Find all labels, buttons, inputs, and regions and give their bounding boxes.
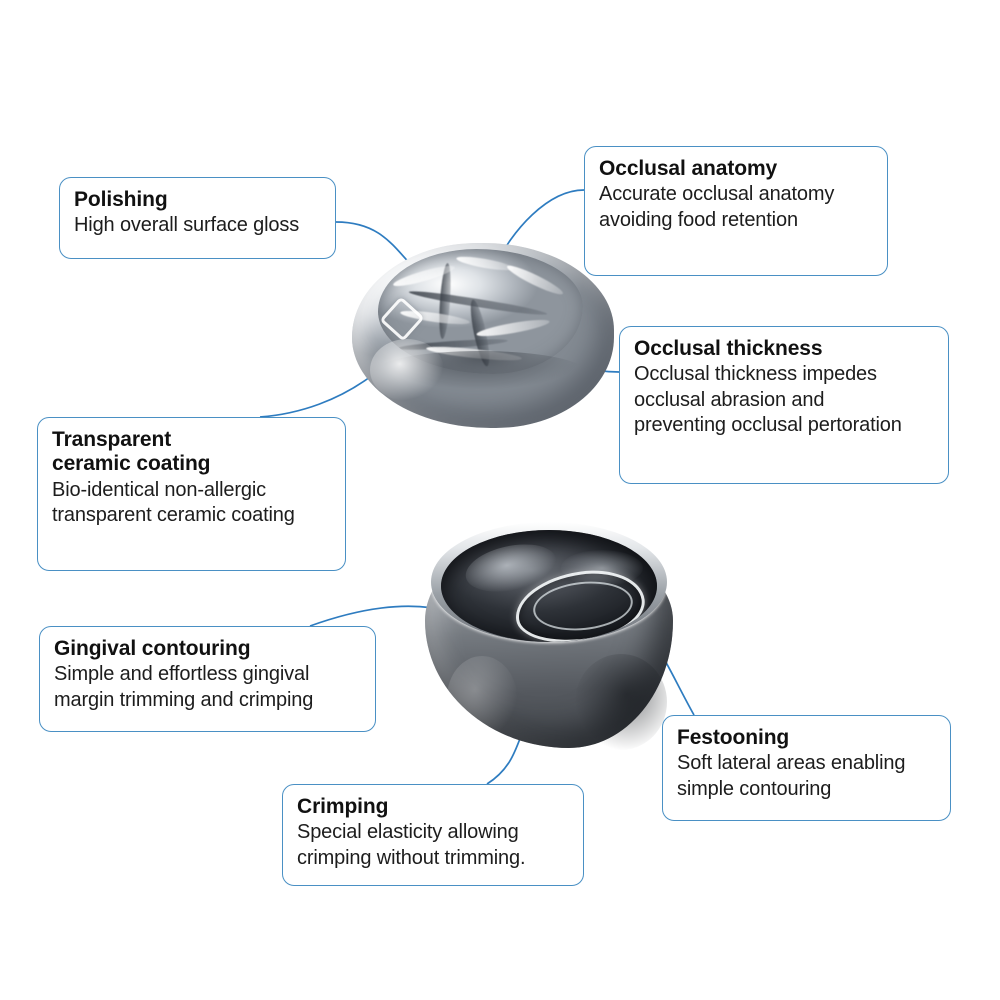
callout-gingival-contouring[interactable]: Gingival contouring Simple and effortles… — [39, 626, 376, 732]
stainless-steel-crown-inverted-view — [425, 522, 673, 750]
callout-title-polishing: Polishing — [74, 188, 168, 211]
callout-polishing[interactable]: Polishing High overall surface gloss — [59, 177, 336, 259]
callout-body-occlusal-anatomy: Accurate occlusal anatomy avoiding food … — [599, 183, 835, 231]
callout-title-festooning: Festooning — [677, 726, 790, 749]
cusp-ridge — [475, 316, 551, 340]
callout-title-gingival-contouring: Gingival contouring — [54, 637, 251, 660]
cusp-ridge — [504, 261, 566, 299]
crown-inner-cavity — [441, 530, 657, 642]
callout-body-crimping: Special elasticity allowing crimping wit… — [297, 821, 526, 869]
crown-specular-highlight — [370, 339, 444, 401]
callout-body-festooning: Soft lateral areas enabling simple conto… — [677, 752, 906, 800]
callout-body-transparent-ceramic-coating: Bio-identical non-allergic transparent c… — [52, 478, 295, 526]
callout-occlusal-thickness[interactable]: Occlusal thickness Occlusal thickness im… — [619, 326, 949, 484]
callout-crimping[interactable]: Crimping Special elasticity allowing cri… — [282, 784, 584, 886]
callout-title-transparent-ceramic-coating: Transparent ceramic coating — [52, 428, 211, 476]
callout-body-occlusal-thickness: Occlusal thickness impedes occlusal abra… — [634, 363, 902, 436]
cavity-highlight — [561, 550, 643, 586]
callout-title-crimping: Crimping — [297, 795, 389, 818]
crown-wall-highlight — [447, 656, 517, 740]
crown-wall-shadow — [575, 654, 667, 750]
callout-title-occlusal-anatomy: Occlusal anatomy — [599, 157, 778, 180]
callout-festooning[interactable]: Festooning Soft lateral areas enabling s… — [662, 715, 951, 821]
cusp-detail — [379, 296, 425, 342]
callout-body-polishing: High overall surface gloss — [74, 214, 300, 237]
callout-body-gingival-contouring: Simple and effortless gingival margin tr… — [54, 663, 314, 711]
callout-occlusal-anatomy[interactable]: Occlusal anatomy Accurate occlusal anato… — [584, 146, 888, 276]
stainless-steel-crown-occlusal-view — [352, 243, 614, 428]
cusp-ridge — [455, 254, 515, 273]
callout-title-occlusal-thickness: Occlusal thickness — [634, 337, 823, 360]
callout-transparent-ceramic-coating[interactable]: Transparent ceramic coating Bio-identica… — [37, 417, 346, 571]
